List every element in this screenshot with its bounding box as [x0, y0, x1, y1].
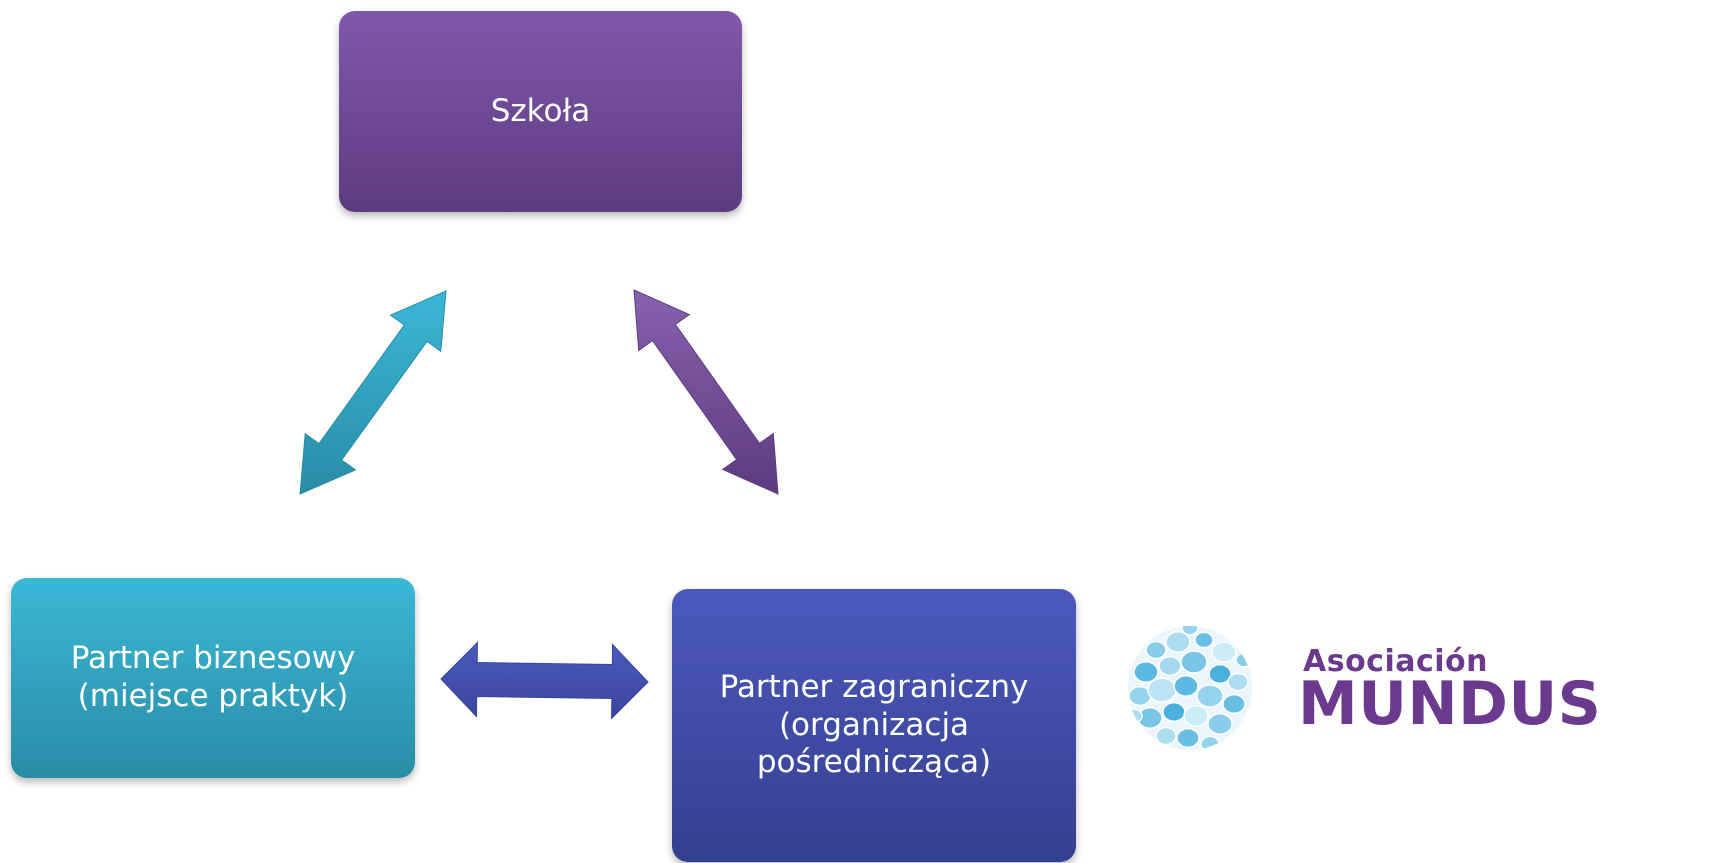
logo-bubble — [1222, 693, 1246, 715]
logo-bubble — [1128, 708, 1143, 724]
mundus-logo: Asociación MUNDUS — [1126, 620, 1601, 760]
logo-bubble — [1194, 631, 1214, 649]
speech-bubble-globe-icon — [1128, 626, 1252, 750]
logo-bubble — [1183, 705, 1209, 727]
node-business-partner-label: Partner biznesowy (miejsce praktyk) — [70, 640, 356, 714]
logo-bubble — [1235, 652, 1252, 668]
logo-bubble — [1176, 727, 1200, 749]
logo-bubble — [1211, 641, 1237, 663]
arrow-school-foreign — [633, 289, 779, 495]
logo-bubble — [1133, 661, 1159, 683]
logo-bubble — [1239, 716, 1252, 732]
node-foreign-partner: Partner zagraniczny (organizacja pośredn… — [672, 589, 1076, 862]
logo-bubble — [1208, 663, 1232, 685]
node-school: Szkoła — [339, 11, 742, 212]
node-business-partner: Partner biznesowy (miejsce praktyk) — [11, 578, 415, 778]
node-foreign-partner-label: Partner zagraniczny (organizacja pośredn… — [719, 668, 1029, 781]
logo-bubble — [1158, 655, 1182, 677]
node-school-label: Szkoła — [490, 92, 591, 129]
logo-bubble — [1200, 735, 1220, 750]
logo-bubble — [1162, 701, 1186, 723]
logo-bubble — [1207, 713, 1233, 735]
arrow-business-school — [299, 290, 447, 495]
logo-bubble — [1155, 726, 1177, 746]
logo-bubble — [1173, 675, 1199, 697]
logo-text-asociacion: Asociación — [1303, 644, 1489, 679]
logo-bubble — [1227, 672, 1249, 692]
logo-bubble — [1180, 650, 1208, 674]
arrow-business-foreign — [440, 641, 649, 720]
logo-bubble — [1181, 626, 1199, 636]
logo-bubble — [1147, 677, 1177, 703]
logo-bubble — [1145, 640, 1167, 660]
logo-bubble — [1196, 684, 1224, 708]
logo-text-mundus: MUNDUS — [1298, 669, 1602, 739]
logo-bubble — [1165, 631, 1191, 653]
